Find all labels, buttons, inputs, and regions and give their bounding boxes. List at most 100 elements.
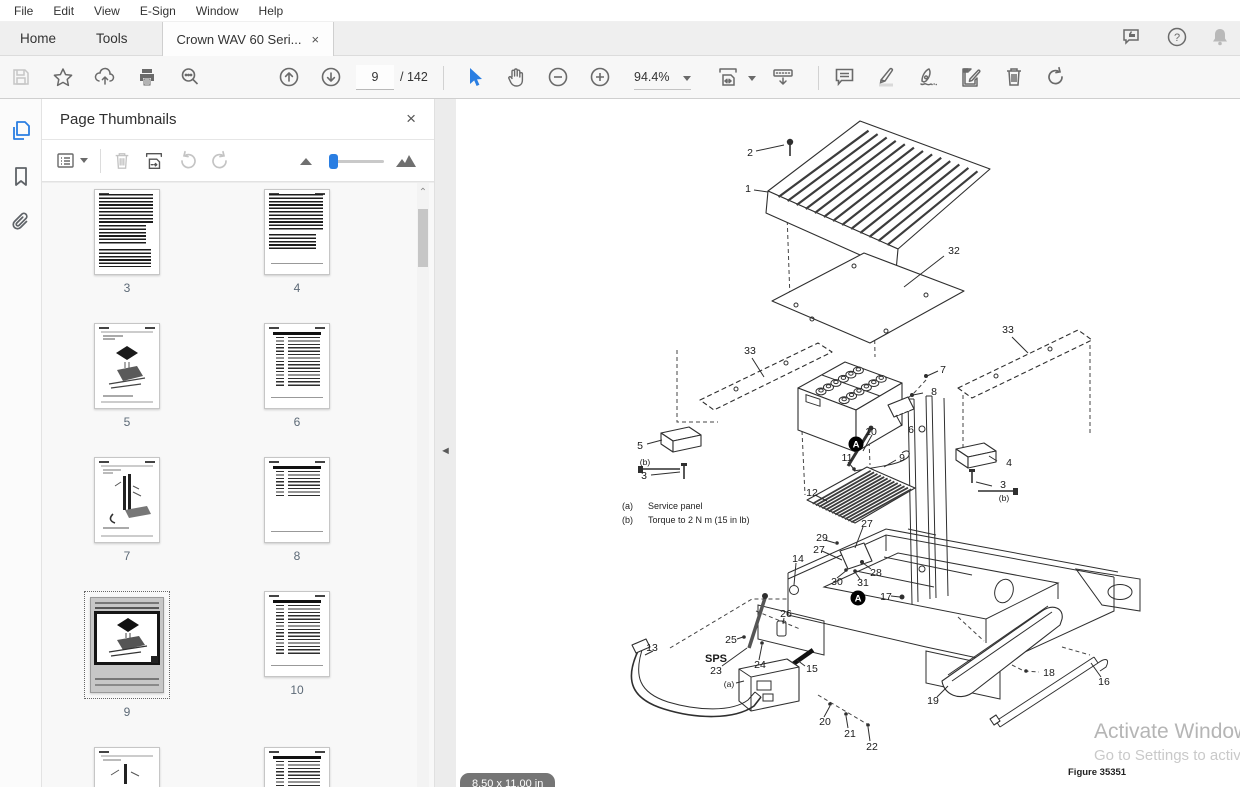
thumbnail-page-10[interactable]: 10: [212, 591, 382, 719]
svg-text:4: 4: [1006, 457, 1012, 469]
svg-text:13: 13: [646, 642, 658, 654]
fit-width-caret-icon[interactable]: [748, 76, 756, 81]
help-icon[interactable]: ?: [1166, 26, 1188, 53]
zoom-level-dropdown[interactable]: 94.4%: [634, 65, 692, 90]
part-mast: [907, 395, 949, 605]
scroll-up-icon[interactable]: ⌃: [418, 187, 428, 198]
main-toolbar: 9 / 142 94.4%: [0, 56, 1240, 99]
exploded-diagram: (a) Service panel (b) Torque to 2 N m (1…: [622, 120, 1141, 778]
figure-caption: Figure 35351: [1068, 767, 1127, 778]
previous-page-icon[interactable]: [274, 62, 304, 92]
svg-text:23: 23: [710, 665, 722, 677]
svg-text:9: 9: [899, 452, 905, 464]
menu-esign[interactable]: E-Sign: [139, 3, 176, 18]
collapse-panel-icon[interactable]: ◄: [440, 445, 451, 457]
page-total: / 142: [400, 70, 428, 84]
part-contactor-27: [839, 542, 873, 570]
sign-icon[interactable]: [914, 62, 944, 92]
svg-text:7: 7: [940, 364, 946, 376]
thumbnail-page-4[interactable]: 4: [212, 189, 382, 295]
rotate-icon[interactable]: [1041, 62, 1071, 92]
menu-edit[interactable]: Edit: [53, 3, 75, 18]
thumbnail-page-11[interactable]: 11: [42, 747, 212, 787]
panel-close-icon[interactable]: ×: [406, 109, 416, 128]
fit-width-icon[interactable]: [713, 62, 743, 92]
svg-text:20: 20: [819, 716, 831, 728]
part-skirt-19: [941, 605, 1063, 698]
thumbnail-page-8[interactable]: 8: [212, 457, 382, 563]
thumbnails-scrollbar[interactable]: ⌃: [417, 183, 429, 787]
thumbnail-options-icon[interactable]: [56, 152, 88, 170]
svg-text:21: 21: [844, 728, 856, 740]
svg-text:5: 5: [637, 440, 643, 452]
tab-home[interactable]: Home: [20, 31, 57, 46]
zoom-caret-icon[interactable]: [683, 76, 691, 81]
delete-icon[interactable]: [999, 62, 1029, 92]
share-icon[interactable]: [90, 62, 120, 92]
svg-text:17: 17: [880, 591, 892, 603]
thumbnail-page-7[interactable]: 7: [42, 457, 212, 563]
edit-icon[interactable]: [956, 62, 986, 92]
document-tab[interactable]: Crown WAV 60 Seri... ×: [161, 22, 335, 56]
comment-icon[interactable]: [830, 62, 860, 92]
save-icon[interactable]: [6, 62, 36, 92]
svg-text:(b): (b): [640, 457, 651, 467]
close-tab-icon[interactable]: ×: [311, 31, 320, 47]
extract-pages-icon[interactable]: [143, 150, 165, 172]
part-screw-2: [786, 138, 794, 156]
thumbnail-page-5[interactable]: 5: [42, 323, 212, 429]
zoom-out-icon[interactable]: [543, 62, 573, 92]
part-panel-33-left: [699, 342, 833, 411]
thumbnail-page-6[interactable]: 6: [212, 323, 382, 429]
svg-text:32: 32: [948, 245, 960, 257]
leader-lines: [644, 144, 1102, 742]
attachments-icon[interactable]: [10, 211, 32, 240]
svg-text:3: 3: [1000, 479, 1006, 491]
bookmarks-icon[interactable]: [11, 165, 31, 194]
rotate-cw-icon[interactable]: [209, 150, 231, 172]
menu-help[interactable]: Help: [258, 3, 284, 18]
svg-text:14: 14: [792, 553, 804, 565]
scrolling-mode-icon[interactable]: [768, 62, 798, 92]
part-bumper-13: [630, 638, 762, 718]
hardware-fasteners: [742, 374, 1028, 727]
zoom-in-icon[interactable]: [585, 62, 615, 92]
thumbnail-size-slider[interactable]: [329, 154, 384, 169]
slider-handle[interactable]: [329, 154, 338, 169]
hand-tool-icon[interactable]: [501, 62, 531, 92]
svg-text:A: A: [855, 594, 862, 605]
print-icon[interactable]: [132, 62, 162, 92]
menu-window[interactable]: Window: [195, 3, 239, 18]
menu-file[interactable]: File: [14, 3, 34, 18]
zoom-in-thumbnail-icon[interactable]: [396, 154, 416, 168]
svg-text:27: 27: [861, 518, 873, 530]
highlight-icon[interactable]: [872, 62, 902, 92]
part-wire-9: [853, 450, 910, 472]
menu-view[interactable]: View: [94, 3, 120, 18]
delete-page-icon[interactable]: [113, 151, 131, 171]
select-tool-icon[interactable]: [459, 62, 489, 92]
rotate-ccw-icon[interactable]: [177, 150, 199, 172]
document-page: (a) Service panel (b) Torque to 2 N m (1…: [456, 99, 1240, 787]
svg-text:12: 12: [806, 487, 818, 499]
feedback-icon[interactable]: [1122, 27, 1144, 52]
next-page-icon[interactable]: [316, 62, 346, 92]
zoom-out-thumbnail-icon[interactable]: [299, 156, 313, 166]
part-plate-32: [771, 252, 965, 344]
svg-text:1: 1: [745, 183, 751, 195]
find-icon[interactable]: [175, 62, 205, 92]
part-bracket-4: [955, 442, 997, 483]
star-icon[interactable]: [48, 62, 78, 92]
bell-icon[interactable]: [1210, 26, 1230, 53]
page-thumbnails-icon[interactable]: [10, 119, 32, 148]
page-number-input[interactable]: 9: [356, 65, 394, 90]
thumbnail-page-9-selected[interactable]: 9: [42, 591, 212, 719]
note-a-text: Service panel: [648, 501, 703, 511]
thumbnail-page-12[interactable]: 12: [212, 747, 382, 787]
document-tab-label: Crown WAV 60 Seri...: [176, 31, 302, 47]
thumbnail-page-3[interactable]: 3: [42, 189, 212, 295]
part-rail-16: [989, 656, 1109, 728]
svg-text:31: 31: [857, 577, 869, 589]
scrollbar-thumb[interactable]: [418, 209, 428, 267]
tab-tools[interactable]: Tools: [96, 31, 128, 46]
